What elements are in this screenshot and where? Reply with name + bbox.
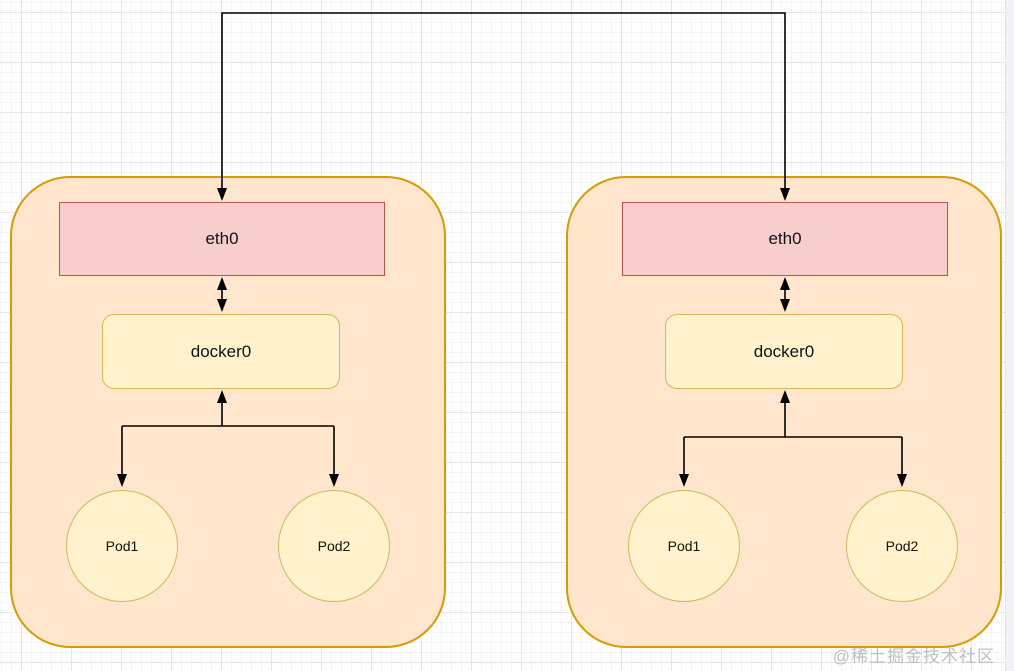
pod2-label-node1: Pod2 bbox=[317, 538, 351, 554]
pod1-label-node2: Pod1 bbox=[667, 538, 701, 554]
pod1-circle-node2: Pod1 bbox=[628, 490, 740, 602]
pod2-label-node2: Pod2 bbox=[885, 538, 919, 554]
docker0-label-node1: docker0 bbox=[190, 341, 252, 361]
pod2-circle-node1: Pod2 bbox=[278, 490, 390, 602]
connector-eth0-to-eth0 bbox=[217, 12, 790, 201]
eth0-box-node2: eth0 bbox=[622, 202, 948, 276]
pod1-label-node1: Pod1 bbox=[105, 538, 139, 554]
pod2-circle-node2: Pod2 bbox=[846, 490, 958, 602]
canvas-page-edge bbox=[1005, 0, 1014, 671]
watermark-text: @稀土掘金技术社区 bbox=[832, 647, 995, 666]
eth0-label-node1: eth0 bbox=[205, 229, 239, 248]
docker0-box-node2: docker0 bbox=[665, 314, 903, 389]
docker0-box-node1: docker0 bbox=[102, 314, 340, 389]
pod1-circle-node1: Pod1 bbox=[66, 490, 178, 602]
eth0-box-node1: eth0 bbox=[59, 202, 385, 276]
docker0-label-node2: docker0 bbox=[753, 341, 815, 361]
eth0-label-node2: eth0 bbox=[768, 229, 802, 248]
